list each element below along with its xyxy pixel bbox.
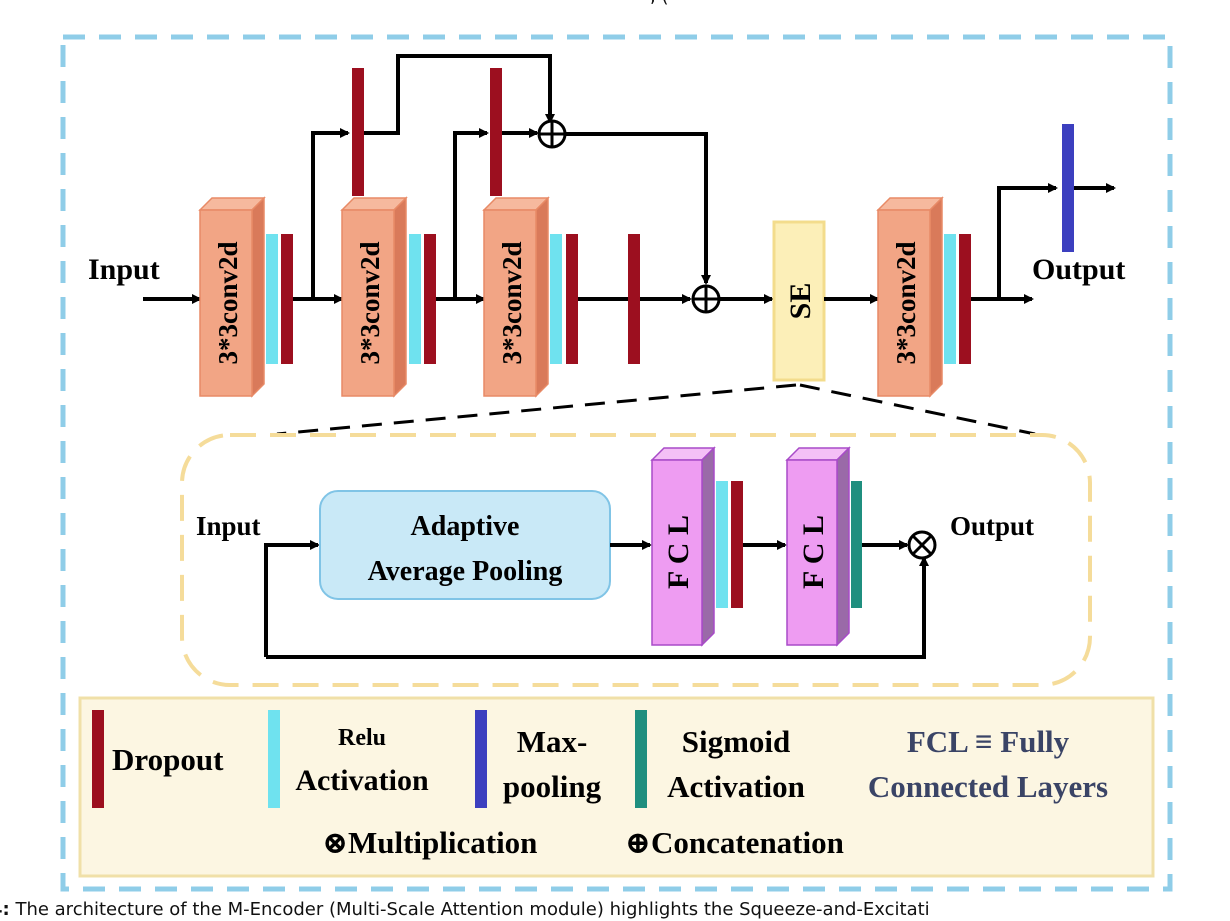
dropout-branch-2 [490,68,502,196]
legend-maxpool-1: Max- [517,724,588,759]
maxpool-bar [1062,124,1074,252]
dropout-branch-1 [352,68,364,196]
legend-relu-swatch [268,710,280,808]
top-caption-fragment: , ( [0,0,1230,8]
branch-to-maxpool [997,183,1058,299]
fcl-block-2: F C L [785,446,851,647]
conv-block-3: 3*3conv2d [482,196,550,398]
concat-node-top [537,119,567,149]
caption-prefix: 4: [0,899,10,920]
dropout-bar-1 [281,234,293,364]
se-input-arrow [264,540,320,657]
legend-sigmoid-swatch [635,710,647,808]
legend-fcl-1: FCL ≡ Fully [907,724,1070,759]
zoom-line-right [799,383,1036,436]
pooling-label-line2: Average Pooling [368,556,563,587]
encoder-input-label: Input [88,253,160,286]
multiply-node [907,530,937,560]
se-output-label: Output [950,511,1034,541]
branch-2 [453,128,489,299]
relu-bar-2 [409,234,421,364]
zoom-line-left [276,383,797,436]
dropout-bar-2 [424,234,436,364]
legend-concatenation: ⊕Concatenation [625,825,844,860]
legend-maxpool-2: pooling [503,769,602,804]
architecture-diagram: Input 3*3conv2d 3*3conv2d 3*3conv2d SE [60,34,1173,892]
fcl-block-1: F C L [650,446,716,647]
legend-fcl-2: Connected Layers [868,769,1108,804]
conv-label-3: 3*3conv2d [497,241,527,364]
legend-dropout: Dropout [112,742,224,777]
se-input-label: Input [196,511,261,541]
encoder-output-label: Output [1032,253,1125,286]
se-label: SE [784,283,817,320]
legend-multiplication: ⊗Multiplication [322,825,537,860]
conv-block-4: 3*3conv2d [876,196,944,398]
se-dropout-bar [731,481,743,608]
relu-bar-3 [550,234,562,364]
legend-box [78,696,1155,878]
outer-frame [60,34,1173,892]
fcl-label-1: F C L [662,515,695,589]
dropout-bar-4 [628,234,640,364]
branch-1 [311,128,350,299]
top-caption-text: , ( [650,0,668,7]
relu-bar-4 [944,234,956,364]
se-skip-arrow [266,556,929,659]
fcl-label-2: F C L [797,515,830,589]
conv-block-2: 3*3conv2d [340,196,408,398]
legend-sigmoid-2: Activation [667,769,805,804]
caption-text: The architecture of the M-Encoder (Multi… [9,899,930,920]
legend-relu-1: Relu [338,725,386,751]
dropout-bar-3 [566,234,578,364]
concat-top-to-main [565,132,711,285]
conv-label-2: 3*3conv2d [355,241,385,364]
branch-1-to-concat [364,54,555,135]
legend-maxpool-swatch [475,710,487,808]
pooling-label-line1: Adaptive [411,511,520,542]
concat-node-main [691,284,721,314]
se-sigmoid-bar [851,481,862,608]
figure-caption: 4: The architecture of the M-Encoder (Mu… [0,898,1230,921]
relu-bar-1 [266,234,278,364]
legend-sigmoid-1: Sigmoid [682,724,791,759]
legend-relu-2: Activation [295,764,429,797]
conv-block-1: 3*3conv2d [198,196,266,398]
legend-dropout-swatch [92,710,104,808]
se-module-frame [180,433,1092,687]
conv-label-4: 3*3conv2d [891,241,921,364]
dropout-bar-5 [959,234,971,364]
se-relu-bar [716,481,728,608]
se-block [772,220,826,382]
conv-label-1: 3*3conv2d [213,241,243,364]
